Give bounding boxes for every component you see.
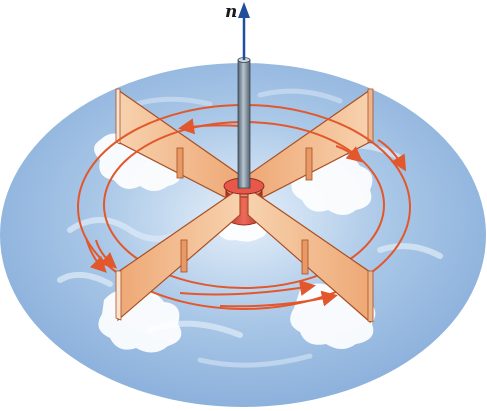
circulation-arrow-icon bbox=[179, 280, 316, 296]
vane-front-left bbox=[115, 186, 241, 322]
circulation-arrow-icon bbox=[377, 139, 407, 172]
vane-front-right bbox=[247, 186, 374, 324]
circulation-arrow-icon bbox=[335, 145, 364, 163]
circulation-arrow-icon bbox=[178, 118, 241, 135]
paddle-wheel-front bbox=[115, 177, 374, 324]
axle bbox=[237, 57, 251, 189]
normal-vector-arrow-icon bbox=[238, 2, 250, 60]
circulation-arrow-icon bbox=[219, 290, 338, 308]
circulation-arrow-icon bbox=[95, 239, 118, 269]
normal-vector-label: n bbox=[225, 2, 237, 22]
circulation-arrow-icon bbox=[85, 237, 107, 273]
